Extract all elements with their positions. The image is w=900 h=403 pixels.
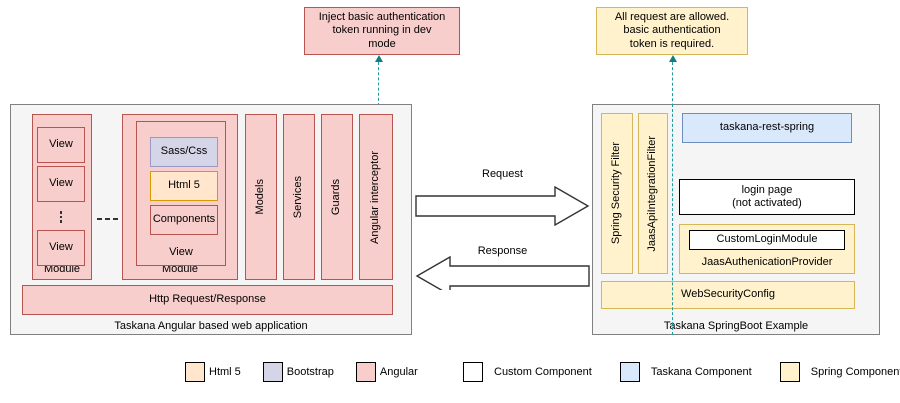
callout-left-connector	[378, 62, 379, 106]
column-services: Services	[283, 114, 315, 280]
legend-label-bootstrap: Bootstrap	[286, 366, 334, 378]
legend-item-custom-component: Custom Component	[463, 362, 592, 382]
column-guards-label: Guards	[330, 178, 343, 216]
request-arrow	[415, 186, 590, 226]
callout-right: All request are allowed. basic authentic…	[596, 7, 748, 55]
legend-swatch-html5	[185, 362, 205, 382]
column-models: Models	[245, 114, 277, 280]
legend-swatch-angular	[355, 362, 376, 382]
response-arrow	[415, 255, 590, 290]
legend-label-spring: Spring Component	[810, 366, 900, 378]
jaas-api-integration-filter-label: JaasApiIntegrationFilter	[646, 135, 659, 252]
legend-label-html5: Html 5	[209, 366, 241, 378]
legend-label-custom: Custom Component	[494, 366, 592, 378]
column-guards: Guards	[321, 114, 353, 280]
legend-item-bootstrap: Bootstrap	[262, 362, 334, 382]
legend-item-angular: Angular	[355, 362, 418, 382]
legend-swatch-spring	[779, 362, 800, 382]
callout-left: Inject basic authentication token runnin…	[304, 7, 460, 55]
response-arrow-label: Response	[477, 245, 528, 257]
column-models-label: Models	[254, 179, 267, 215]
spring-security-filter: Spring Security Filter	[601, 113, 633, 274]
server-panel-caption: Taskana SpringBoot Example	[663, 320, 809, 332]
request-arrow-label: Request	[482, 168, 523, 180]
legend-label-taskana: Taskana Component	[650, 366, 752, 378]
column-angular-interceptor-label: Angular interceptor	[369, 150, 382, 244]
view-label: View	[49, 241, 73, 254]
module-a-ellipsis	[37, 206, 85, 228]
module-a-view-1: View	[37, 127, 85, 163]
legend-right-group: Custom Component Taskana Component Sprin…	[463, 362, 900, 382]
legend-item-taskana-component: Taskana Component	[619, 362, 752, 382]
login-page-line2: (not activated)	[732, 197, 802, 209]
legend-item-spring-component: Spring Component	[779, 362, 900, 382]
custom-login-module: CustomLoginModule	[689, 230, 845, 250]
jaas-authentication-provider-label: JaasAuthenicationProvider	[701, 255, 833, 268]
column-services-label: Services	[292, 175, 305, 219]
html5-label: Html 5	[168, 179, 200, 192]
callout-right-line3: token is required.	[629, 37, 715, 50]
modules-ellipsis	[93, 213, 121, 225]
legend-swatch-taskana	[619, 362, 640, 382]
column-angular-interceptor: Angular interceptor	[359, 114, 393, 280]
callout-left-arrowhead	[375, 55, 383, 62]
legend-label-angular: Angular	[379, 366, 418, 378]
login-page-box: login page (not activated)	[679, 179, 855, 215]
components-label: Components	[152, 213, 216, 226]
view-label: View	[49, 138, 73, 151]
callout-right-arrowhead	[669, 55, 677, 62]
spring-security-filter-label: Spring Security Filter	[610, 142, 623, 245]
components-box: Components	[150, 205, 218, 235]
taskana-rest-spring-box: taskana-rest-spring	[682, 113, 852, 143]
legend-left-group: Html 5 Bootstrap Angular	[185, 362, 418, 382]
http-request-response-bar: Http Request/Response	[22, 285, 393, 315]
module-a-view-2: View	[37, 166, 85, 202]
taskana-rest-spring-label: taskana-rest-spring	[719, 121, 815, 134]
module-a-view-3: View	[37, 230, 85, 266]
callout-left-line1: Inject basic authentication	[318, 11, 446, 24]
login-page-line1: login page	[741, 183, 793, 196]
legend-item-html5: Html 5	[185, 362, 241, 382]
module-b-view-label: View	[169, 245, 193, 258]
callout-right-line1: All request are allowed.	[614, 11, 730, 24]
sass-css-box: Sass/Css	[150, 137, 218, 167]
html5-box: Html 5	[150, 171, 218, 201]
http-bar-label: Http Request/Response	[149, 293, 266, 306]
custom-login-module-label: CustomLoginModule	[716, 233, 818, 246]
callout-right-connector	[672, 62, 673, 122]
jaas-api-integration-filter: JaasApiIntegrationFilter	[638, 113, 668, 274]
view-label: View	[49, 177, 73, 190]
server-panel-connector-line	[672, 104, 673, 335]
legend-swatch-custom	[463, 362, 483, 382]
client-panel-caption: Taskana Angular based web application	[114, 320, 308, 332]
callout-left-line2: token running in dev	[332, 24, 432, 37]
sass-css-label: Sass/Css	[160, 145, 208, 158]
web-security-config: WebSecurityConfig	[601, 281, 855, 309]
web-security-config-label: WebSecurityConfig	[681, 288, 775, 301]
legend-swatch-bootstrap	[262, 362, 283, 382]
callout-right-line2: basic authentication	[623, 24, 721, 37]
callout-left-line3: mode	[368, 37, 396, 50]
